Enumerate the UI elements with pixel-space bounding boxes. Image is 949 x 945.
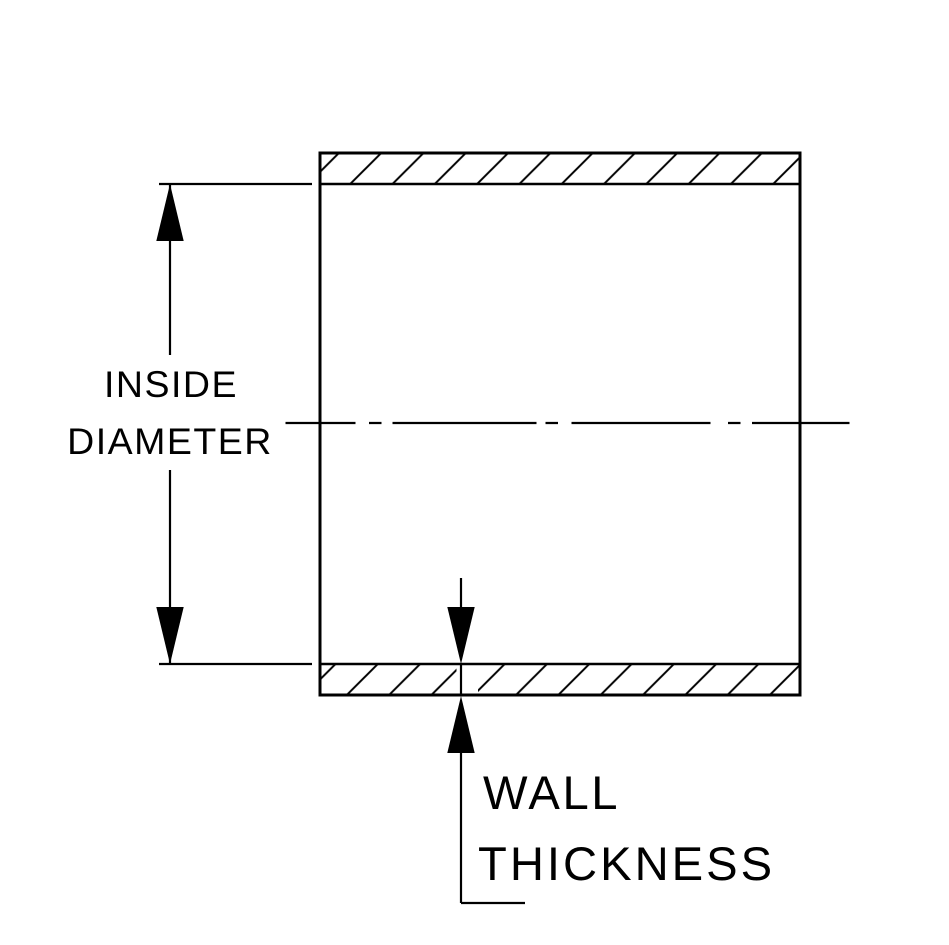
svg-text:INSIDE: INSIDE xyxy=(104,363,238,405)
svg-text:WALL: WALL xyxy=(483,767,620,820)
svg-text:DIAMETER: DIAMETER xyxy=(67,420,273,462)
svg-text:THICKNESS: THICKNESS xyxy=(478,838,775,891)
